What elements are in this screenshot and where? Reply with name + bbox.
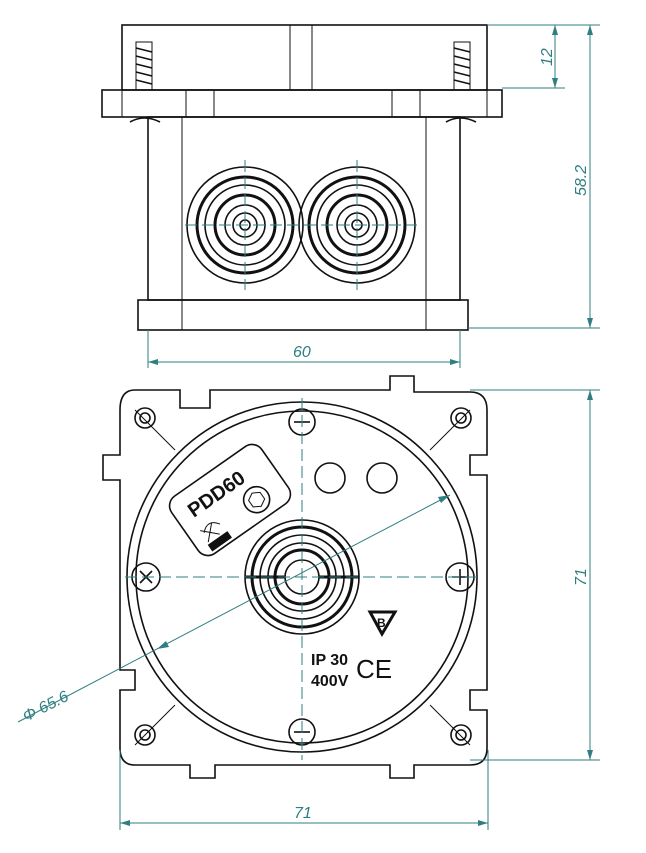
cert-mark-text: B xyxy=(377,616,386,630)
screw-left xyxy=(135,41,153,91)
corner-holes xyxy=(134,407,472,746)
dimension-60: 60 xyxy=(147,330,461,368)
dim-plate-width: 71 xyxy=(294,805,312,822)
dimension-58-2: 58.2 xyxy=(468,25,600,329)
dimension-diameter: Φ 65.6 xyxy=(17,494,451,726)
dim-plate-height: 71 xyxy=(573,568,590,586)
dim-diameter: Φ 65.6 xyxy=(20,688,71,725)
ip-rating: IP 30 xyxy=(311,652,348,669)
model-label: PDD60 xyxy=(168,443,292,557)
knockout-hole xyxy=(366,462,398,494)
voltage: 400V xyxy=(311,673,349,690)
dimension-12: 12 xyxy=(487,24,600,89)
dim-total-height: 58.2 xyxy=(573,165,590,196)
cert-mark: B xyxy=(367,610,398,638)
box-base xyxy=(137,299,469,331)
dimension-71-horizontal: 71 xyxy=(119,750,489,830)
mounting-plate xyxy=(102,375,488,779)
dim-top-depth: 12 xyxy=(539,48,556,66)
dim-body-width: 60 xyxy=(293,344,311,361)
screw-right xyxy=(453,41,471,91)
side-view xyxy=(101,24,503,331)
model-text: PDD60 xyxy=(184,467,249,522)
flange xyxy=(101,89,503,118)
knockout-hole xyxy=(314,462,346,494)
ce-mark: CE xyxy=(356,654,392,684)
dimension-71-vertical: 71 xyxy=(470,389,600,761)
